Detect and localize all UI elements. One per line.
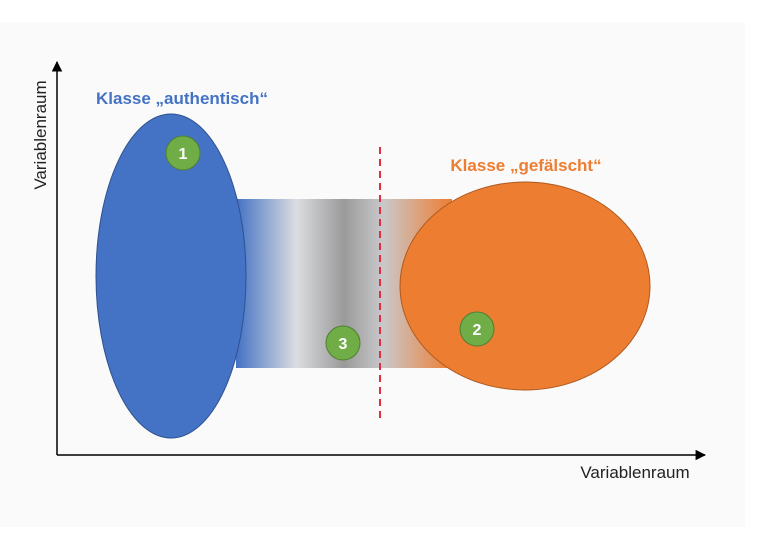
marker-1-label: 1 (179, 146, 188, 163)
forged-class-ellipse (399, 181, 651, 391)
forged-class-label: Klasse „gefälscht“ (450, 156, 601, 175)
y-axis-label: Variablenraum (31, 80, 50, 189)
marker-3-label: 3 (339, 336, 348, 353)
marker-1: 1 (165, 135, 201, 171)
authentic-class-ellipse (95, 113, 247, 439)
marker-2-label: 2 (473, 322, 482, 339)
marker-2: 2 (459, 311, 495, 347)
authentic-class-label: Klasse „authentisch“ (96, 89, 268, 108)
x-axis-label: Variablenraum (580, 463, 689, 482)
marker-3: 3 (325, 325, 361, 361)
